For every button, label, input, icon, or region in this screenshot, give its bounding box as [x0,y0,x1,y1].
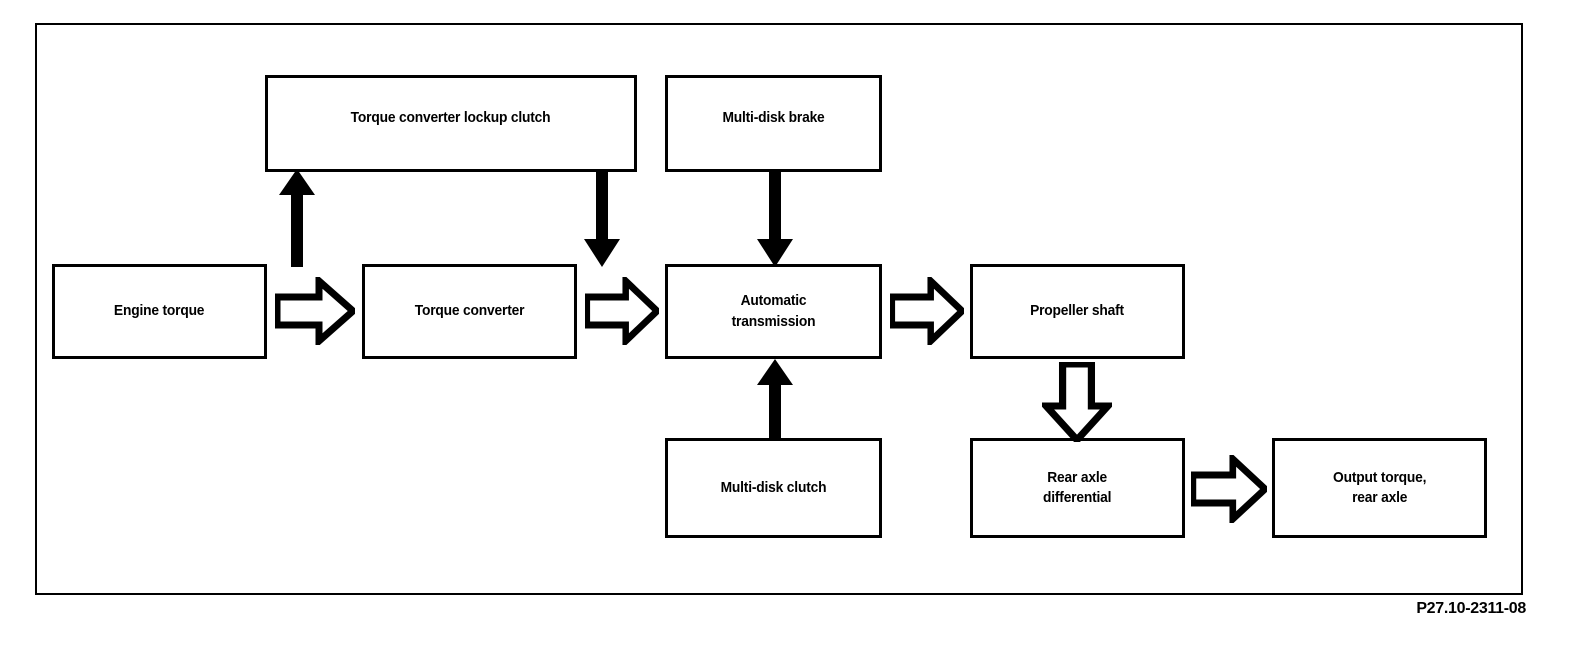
arrow-differential-to-output [1191,455,1267,523]
figure-caption: P27.10-2311-08 [1416,600,1526,617]
node-output-torque-rear-axle: Output torque, rear axle [1272,438,1487,538]
node-label: Engine torque [114,302,205,320]
node-automatic-transmission: Automatic transmission [665,264,882,359]
node-rear-axle-differential: Rear axle differential [970,438,1185,538]
node-label: Torque converter [414,302,525,320]
arrow-engine-to-converter [275,277,355,345]
node-propeller-shaft: Propeller shaft [970,264,1185,359]
node-label: Output torque, rear axle [1332,468,1427,506]
arrow-lockup-clutch-to-converter [582,169,622,267]
node-label: Multi-disk brake [722,109,825,126]
arrow-propeller-to-rear-axle [1042,362,1112,442]
node-engine-torque: Engine torque [52,264,267,359]
node-torque-converter: Torque converter [362,264,577,359]
arrow-brake-to-transmission [755,169,795,267]
arrow-transmission-to-propeller [890,277,964,345]
diagram-frame: Torque converter lockup clutch Multi-dis… [35,23,1523,595]
node-multi-disk-brake: Multi-disk brake [665,75,882,172]
node-label: Multi-disk clutch [720,478,827,496]
arrow-converter-to-transmission [585,277,659,345]
node-multi-disk-clutch: Multi-disk clutch [665,438,882,538]
node-label: Propeller shaft [1030,302,1125,320]
arrow-converter-to-lockup-clutch [277,169,317,267]
node-label: Torque converter lockup clutch [351,109,551,126]
arrow-clutch-to-transmission [755,359,795,441]
node-label: Automatic transmission [731,292,816,330]
node-torque-converter-lockup-clutch: Torque converter lockup clutch [265,75,637,172]
node-label: Rear axle differential [1043,468,1112,506]
